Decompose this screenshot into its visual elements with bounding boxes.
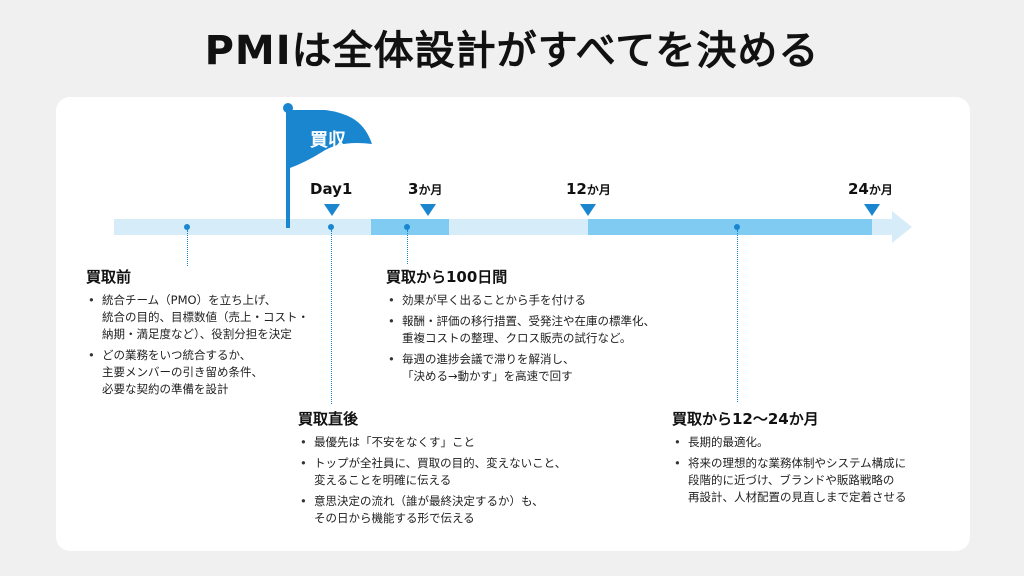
milestone-day1: Day1 [310,180,352,198]
section-100days-title: 買取から100日間 [386,268,508,286]
connector-line-before [187,230,188,266]
list-item: 効果が早く出ることから手を付ける [384,292,704,309]
milestone-12months-unit: か月 [586,183,611,197]
milestone-12months-number: 12 [566,180,587,198]
list-item: 意思決定の流れ（誰が最終決定するか）も、 その日から機能する形で伝える [296,493,616,527]
milestone-day1-number: Day1 [310,180,353,198]
list-item: トップが全社員に、買取の目的、変えないこと、 変えることを明確に伝える [296,455,616,489]
list-item: 将来の理想的な業務体制やシステム構成に 段階的に近づけ、ブランドや販路戦略の 再… [670,455,960,506]
list-item: どの業務をいつ統合するか、 主要メンバーの引き留め条件、 必要な契約の準備を設計 [84,347,344,398]
milestone-3months: 3か月 [408,180,442,198]
flag-icon [290,110,372,168]
milestone-marker-day1 [324,204,340,216]
milestone-12months: 12か月 [566,180,611,198]
milestone-3months-number: 3 [408,180,419,198]
section-long-list: 長期的最適化。 将来の理想的な業務体制やシステム構成に 段階的に近づけ、ブランド… [670,434,960,510]
timeline-segment-100days [371,219,449,235]
flag-pole [286,106,290,228]
timeline-segment-12-24months [588,219,872,235]
timeline-arrowhead [892,211,912,243]
connector-line-100days [407,230,408,264]
list-item: 長期的最適化。 [670,434,960,451]
section-after-list: 最優先は「不安をなくす」こと トップが全社員に、買取の目的、変えないこと、 変え… [296,434,616,531]
section-100days-list: 効果が早く出ることから手を付ける 報酬・評価の移行措置、受発注や在庫の標準化、 … [384,292,704,389]
connector-dot-before [184,224,190,230]
section-after-title: 買取直後 [298,410,359,428]
connector-dot-after [328,224,334,230]
list-item: 最優先は「不安をなくす」こと [296,434,616,451]
connector-dot-100days [404,224,410,230]
page-title: PMIは全体設計がすべてを決める [204,28,820,74]
list-item: 報酬・評価の移行措置、受発注や在庫の標準化、 重複コストの整理、クロス販売の試行… [384,313,704,347]
flag-pole-knob [283,103,293,113]
milestone-marker-3months [420,204,436,216]
section-before-list: 統合チーム（PMO）を立ち上げ、 統合の目的、目標数値（売上・コスト・ 納期・満… [84,292,344,402]
list-item: 統合チーム（PMO）を立ち上げ、 統合の目的、目標数値（売上・コスト・ 納期・満… [84,292,344,343]
milestone-24months: 24か月 [848,180,893,198]
list-item: 毎週の進捗会議で滞りを解消し、 「決める→動かす」を高速で回す [384,351,704,385]
milestone-3months-unit: か月 [418,183,443,197]
connector-dot-long [734,224,740,230]
milestone-24months-unit: か月 [868,183,893,197]
connector-line-long [737,230,738,402]
milestone-marker-24months [864,204,880,216]
milestone-24months-number: 24 [848,180,869,198]
flag-label: 買収 [310,130,346,151]
section-long-title: 買取から12〜24か月 [672,410,819,428]
section-before-title: 買取前 [86,268,132,286]
milestone-marker-12months [580,204,596,216]
